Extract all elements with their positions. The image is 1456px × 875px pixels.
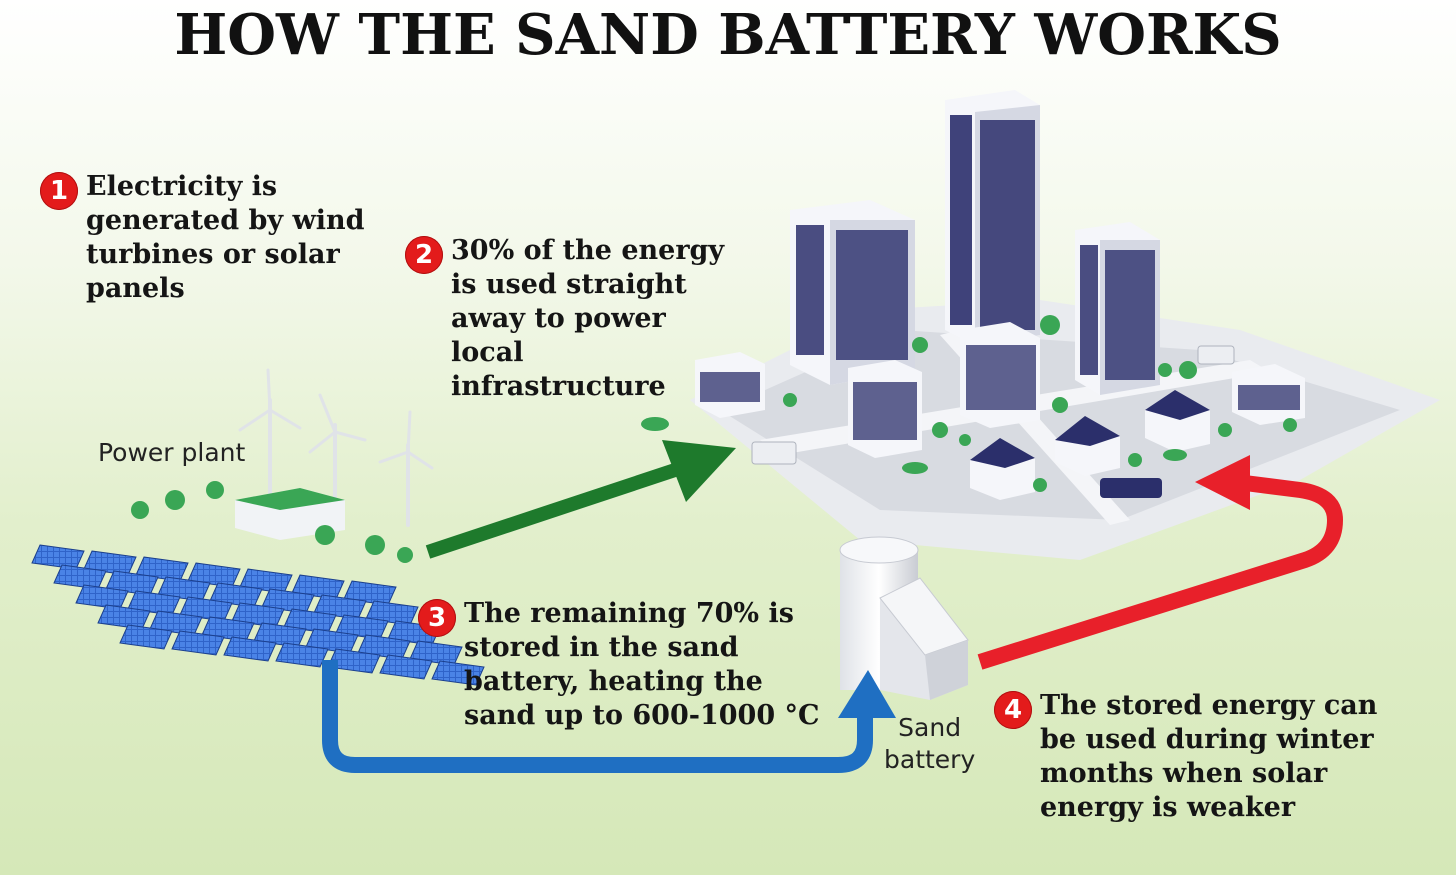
mid-building xyxy=(960,322,1040,428)
step-3-badge: 3 xyxy=(418,599,456,637)
power-plant-building xyxy=(235,488,345,540)
step-1-badge: 1 xyxy=(40,172,78,210)
solar-panel xyxy=(31,544,85,570)
office-building-left xyxy=(790,200,915,385)
solar-panel-icon xyxy=(31,544,485,686)
step-2-text: 30% of the energy is used straight away … xyxy=(451,235,725,402)
step-1-text: Electricity is generated by wind turbine… xyxy=(86,171,365,304)
page-title: HOW THE SAND BATTERY WORKS xyxy=(174,2,1282,68)
step-3: 3 The remaining 70% is stored in the san… xyxy=(418,597,820,733)
step-1: 1 Electricity is generated by wind turbi… xyxy=(40,170,365,306)
small-building-center xyxy=(848,360,922,458)
small-building-right xyxy=(1232,364,1305,425)
sand-battery-icon xyxy=(839,536,969,700)
power-plant-label: Power plant xyxy=(98,438,246,467)
solar-panel xyxy=(119,624,173,650)
step-4-badge: 4 xyxy=(994,691,1032,729)
solar-panel xyxy=(431,660,485,686)
office-building-right xyxy=(1075,222,1160,395)
small-building-left xyxy=(695,352,765,418)
step-2-badge: 2 xyxy=(405,236,443,274)
solar-panel xyxy=(223,636,277,662)
step-4: 4 The stored energy can be used during w… xyxy=(994,689,1377,825)
city-trees xyxy=(783,315,1297,492)
plant-trees xyxy=(131,481,413,563)
step-3-text: The remaining 70% is stored in the sand … xyxy=(464,598,820,731)
arrow-to-battery xyxy=(322,660,896,773)
solar-panel xyxy=(379,654,433,680)
tall-tower xyxy=(945,90,1040,345)
step-4-text: The stored energy can be used during win… xyxy=(1040,690,1378,823)
wind-turbine-icon xyxy=(238,368,434,527)
solar-panel xyxy=(275,642,329,668)
sand-battery-label: Sand battery xyxy=(884,713,976,774)
city-vehicles xyxy=(641,345,1235,498)
arrow-from-battery xyxy=(977,455,1344,670)
arrow-to-city xyxy=(425,440,736,559)
step-2: 2 30% of the energy is used straight awa… xyxy=(405,234,724,404)
solar-panel xyxy=(171,630,225,656)
houses xyxy=(970,390,1210,500)
